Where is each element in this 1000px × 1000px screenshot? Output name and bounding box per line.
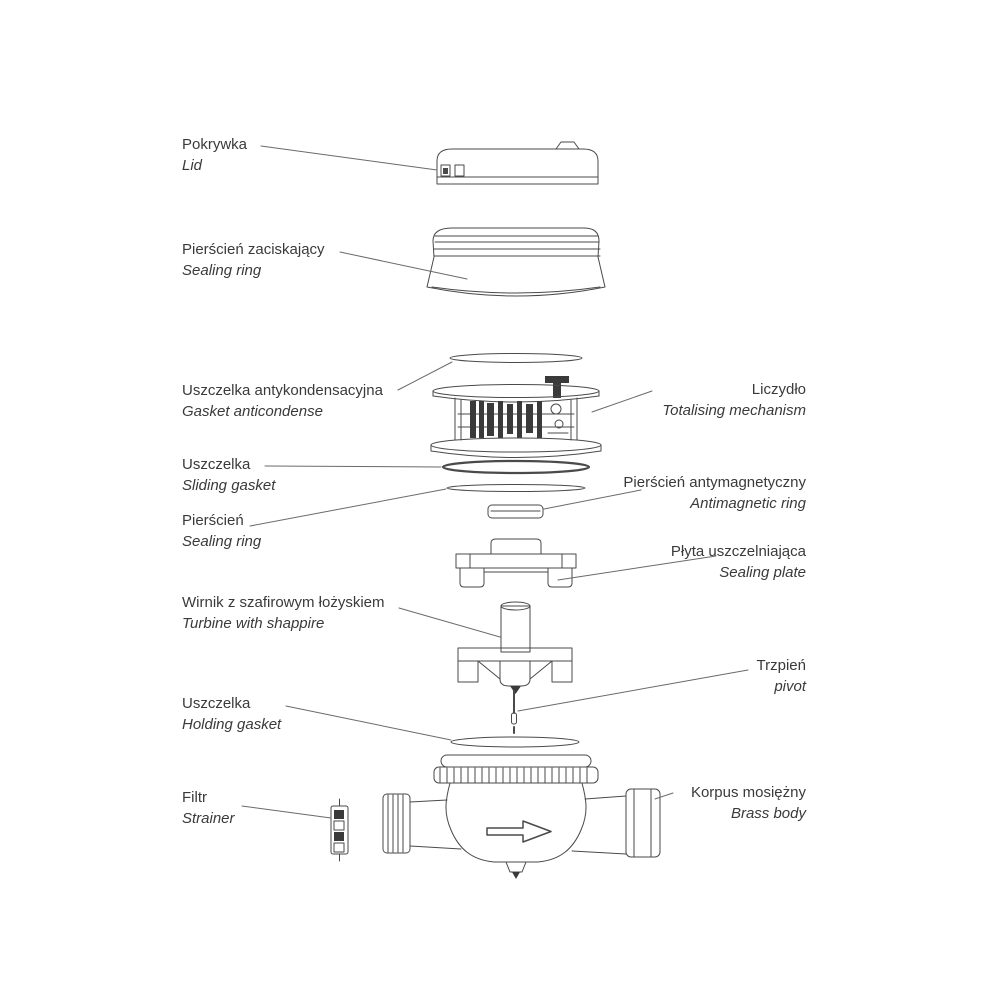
strainer-drawing bbox=[330, 798, 349, 862]
leader-pivot bbox=[517, 669, 749, 712]
leader-sealing-plate bbox=[557, 555, 717, 581]
label-totalising-mechanism: Liczydło Totalising mechanism bbox=[662, 379, 806, 421]
label-sliding-gasket-en: Sliding gasket bbox=[182, 477, 276, 494]
label-strainer-en: Strainer bbox=[182, 810, 235, 827]
label-brass-body-en: Brass body bbox=[730, 805, 806, 822]
lid-drawing bbox=[436, 141, 599, 185]
label-lid-pl: Pokrywka bbox=[182, 136, 248, 153]
label-antimagnetic-ring: Pierścień antymagnetyczny Antimagnetic r… bbox=[623, 472, 806, 514]
label-sealing-ring-top-pl: Pierścień zaciskający bbox=[182, 241, 325, 258]
pivot-drawing bbox=[511, 690, 517, 734]
brass-body-drawing bbox=[382, 754, 661, 879]
label-holding-gasket: Uszczelka Holding gasket bbox=[182, 693, 281, 735]
label-totalising-mechanism-en: Totalising mechanism bbox=[662, 402, 806, 419]
label-turbine: Wirnik z szafirowym łożyskiem Turbine wi… bbox=[182, 592, 385, 634]
leader-lid bbox=[260, 145, 438, 171]
label-sealing-plate-pl: Płyta uszczelniająca bbox=[670, 543, 806, 560]
label-strainer-pl: Filtr bbox=[182, 789, 207, 806]
label-lid-en: Lid bbox=[182, 157, 203, 174]
label-lid: Pokrywka Lid bbox=[182, 134, 247, 176]
label-sealing-plate-en: Sealing plate bbox=[719, 564, 806, 581]
label-sealing-plate: Płyta uszczelniająca Sealing plate bbox=[671, 541, 806, 583]
leader-lines bbox=[241, 145, 749, 819]
label-sealing-ring-thin-en: Sealing ring bbox=[182, 533, 262, 550]
leader-sealing-ring-thin bbox=[249, 488, 447, 527]
label-brass-body-pl: Korpus mosiężny bbox=[690, 784, 806, 801]
gasket-anticondense-drawing bbox=[449, 353, 583, 363]
leader-holding-gasket bbox=[285, 705, 452, 741]
leader-sealing-ring-top bbox=[339, 251, 468, 280]
leader-strainer bbox=[241, 805, 332, 819]
label-turbine-pl: Wirnik z szafirowym łożyskiem bbox=[182, 594, 385, 611]
label-antimagnetic-ring-pl: Pierścień antymagnetyczny bbox=[623, 474, 806, 491]
leader-totalising-mechanism bbox=[591, 390, 653, 413]
label-gasket-anticondense: Uszczelka antykondensacyjna Gasket antic… bbox=[182, 380, 383, 422]
label-gasket-anticondense-pl: Uszczelka antykondensacyjna bbox=[182, 382, 383, 399]
label-sliding-gasket-pl: Uszczelka bbox=[182, 456, 251, 473]
label-pivot-pl: Trzpień bbox=[756, 657, 806, 674]
label-sealing-ring-thin-pl: Pierścień bbox=[182, 512, 244, 529]
sealing-ring-top-drawing bbox=[426, 227, 606, 297]
label-pivot-en: pivot bbox=[774, 678, 806, 695]
label-gasket-anticondense-en: Gasket anticondense bbox=[182, 403, 323, 420]
leader-turbine bbox=[398, 607, 501, 638]
label-sealing-ring-top: Pierścień zaciskający Sealing ring bbox=[182, 239, 325, 281]
leader-gasket-anticondense bbox=[397, 361, 453, 391]
antimagnetic-ring-drawing bbox=[487, 504, 544, 519]
label-sliding-gasket: Uszczelka Sliding gasket bbox=[182, 454, 275, 496]
label-sealing-ring-thin: Pierścień Sealing ring bbox=[182, 510, 261, 552]
label-totalising-mechanism-pl: Liczydło bbox=[751, 381, 806, 398]
sliding-gasket-drawing bbox=[441, 459, 591, 475]
leader-brass-body bbox=[654, 792, 674, 800]
holding-gasket-drawing bbox=[450, 736, 580, 748]
leader-sliding-gasket bbox=[264, 465, 442, 468]
label-holding-gasket-pl: Uszczelka bbox=[182, 695, 251, 712]
totalising-mechanism-drawing bbox=[430, 376, 602, 458]
sealing-plate-drawing bbox=[455, 538, 577, 588]
label-brass-body: Korpus mosiężny Brass body bbox=[691, 782, 806, 824]
label-turbine-en: Turbine with shappire bbox=[182, 615, 325, 632]
leader-antimagnetic-ring bbox=[543, 489, 642, 510]
sealing-ring-thin-drawing bbox=[446, 484, 586, 492]
label-pivot: Trzpień pivot bbox=[757, 655, 806, 697]
turbine-drawing bbox=[457, 601, 573, 694]
label-strainer: Filtr Strainer bbox=[182, 787, 235, 829]
label-sealing-ring-top-en: Sealing ring bbox=[182, 262, 262, 279]
label-holding-gasket-en: Holding gasket bbox=[182, 716, 282, 733]
label-antimagnetic-ring-en: Antimagnetic ring bbox=[690, 495, 806, 512]
